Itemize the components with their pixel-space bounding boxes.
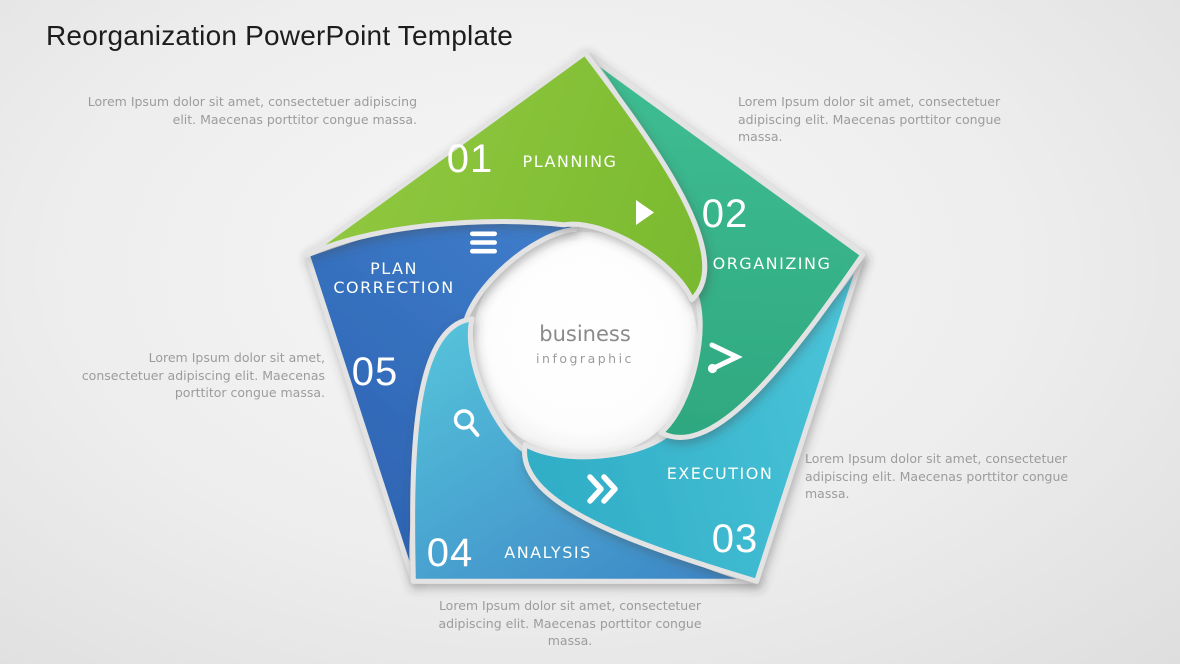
segment-planning-number: 01 (446, 137, 494, 181)
center-title: business (539, 322, 631, 346)
center-circle (472, 232, 698, 458)
segment-plan-correction-number: 05 (351, 350, 399, 394)
slide-title: Reorganization PowerPoint Template (46, 20, 513, 51)
description-top-left: Lorem Ipsum dolor sit amet, consectetuer… (87, 94, 417, 127)
segment-planning-label: PLANNING (522, 152, 618, 171)
description-middle-right: Lorem Ipsum dolor sit amet, consectetuer… (805, 451, 1069, 501)
description-middle-left: Lorem Ipsum dolor sit amet, consectetuer… (81, 350, 325, 400)
segment-analysis-number: 04 (426, 531, 474, 575)
search-icon (453, 409, 480, 437)
segment-execution-number: 03 (711, 517, 759, 561)
play-icon (636, 200, 654, 225)
segment-plan-correction-label: PLAN CORRECTION (333, 259, 455, 297)
segment-organizing-label: ORGANIZING (712, 254, 832, 273)
segment-execution-label: EXECUTION (666, 464, 774, 483)
center-subtitle: infographic (536, 351, 634, 366)
segment-analysis-label: ANALYSIS (504, 543, 592, 562)
segment-organizing-number: 02 (701, 192, 749, 236)
description-bottom: Lorem Ipsum dolor sit amet, consectetuer… (438, 598, 702, 648)
description-top-right: Lorem Ipsum dolor sit amet, consectetuer… (738, 94, 1002, 144)
share-icon (707, 342, 743, 374)
menu-icon (470, 231, 497, 254)
double-chevron-icon (587, 474, 618, 504)
